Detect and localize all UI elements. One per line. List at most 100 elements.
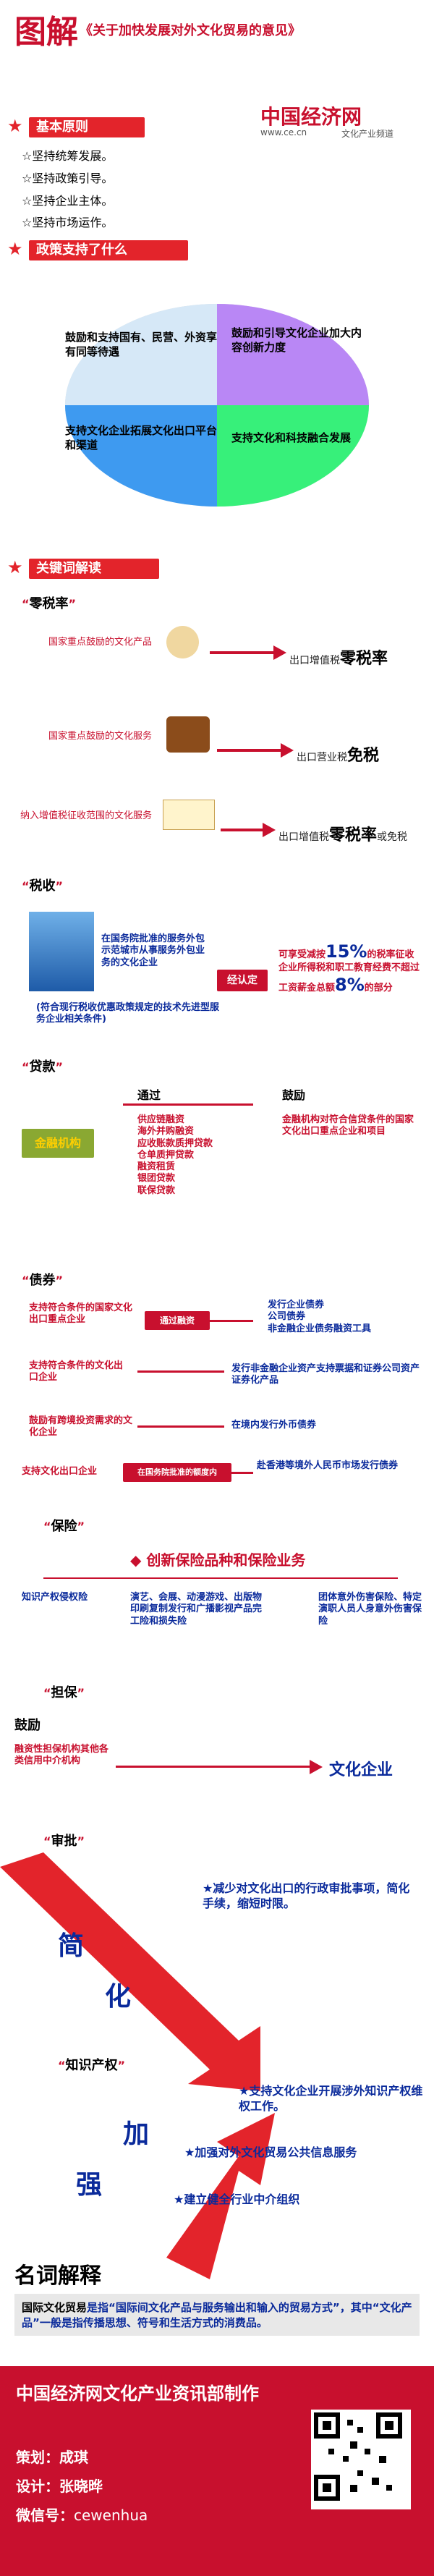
keywords-heading: 关键词解读 xyxy=(29,559,159,579)
loan-col1-item: 供应链融资 xyxy=(137,1114,185,1125)
loan-col1-items: 供应链融资 海外并购融资 应收账款质押贷款 仓单质押贷款 融资租赁 银团贷款 联… xyxy=(137,1114,239,1197)
footer-designer: 设计：张晓晔 xyxy=(16,2478,103,2495)
header-title: 图解 xyxy=(14,14,78,51)
bond-left-3: 鼓励有跨境投资需求的文化企业 xyxy=(29,1415,133,1439)
qr-code-icon xyxy=(311,2410,411,2509)
zero-rate-left-1: 国家重点鼓励的文化产品 xyxy=(48,637,152,648)
insurance-headline: ◆ 创新保险品种和保险业务 xyxy=(130,1551,306,1569)
zero-rate-arrow-3 xyxy=(221,829,264,831)
pie-quadrant-3 xyxy=(65,405,217,507)
pie-label-4: 支持文化和科技融合发展 xyxy=(231,431,352,444)
approval-arrow-shape xyxy=(0,1852,260,2091)
glossary-box: 国际文化贸易是指“国际间文化产品与服务输出和输入的贸易方式”，其中“文化产品”一… xyxy=(14,2294,420,2336)
zero-rate-arrowhead-2 xyxy=(281,743,294,758)
bond-right-2: 发行非金融企业资产支持票据和证券公司资产证券化产品 xyxy=(231,1363,420,1386)
book-icon xyxy=(163,800,215,830)
zero-rate-label: “零税率” xyxy=(22,596,77,611)
footer-planner: 策划：成琪 xyxy=(16,2449,88,2466)
insurance-col1: 知识产权侵权险 xyxy=(22,1592,88,1603)
header: 图解 《关于加快发展对外文化贸易的意见》 中国经济网 文化产业频道 www.ce… xyxy=(0,0,434,139)
bond-right-1-item: 公司债券 xyxy=(268,1311,306,1323)
loan-col1-item: 仓单质押贷款 xyxy=(137,1149,195,1161)
guarantee-right: 文化企业 xyxy=(329,1761,393,1779)
loan-col2-text: 金融机构对符合信贷条件的国家文化出口重点企业和项目 xyxy=(282,1114,414,1137)
policy-pie xyxy=(65,304,369,507)
bond-mid-1: 通过融资 xyxy=(145,1311,210,1330)
insurance-label: “保险” xyxy=(43,1519,85,1534)
loan-col1-item: 应收账款质押贷款 xyxy=(137,1137,213,1149)
star-icon: ★ xyxy=(7,557,23,577)
zero-rate-arrow-1 xyxy=(210,651,275,654)
bond-arrow-4 xyxy=(231,1472,253,1474)
guarantee-left: 融资性担保机构其他各类信用中介机构 xyxy=(14,1744,109,1767)
bond-left-1: 支持符合条件的国家文化出口重点企业 xyxy=(29,1302,133,1326)
approval-big-1: 简 xyxy=(58,1931,85,1961)
loan-col1-title: 通过 xyxy=(137,1088,161,1102)
bond-label: “债券” xyxy=(22,1273,64,1288)
ip-item-3: ★建立健全行业中介组织 xyxy=(174,2192,300,2206)
loan-col1-item: 银团贷款 xyxy=(137,1173,176,1185)
brand-logo-text: 中国经济网 xyxy=(260,105,362,129)
guarantee-arrowhead xyxy=(310,1760,323,1774)
zero-rate-result-1: 出口增值税零税率 xyxy=(289,650,388,668)
briefcase-icon xyxy=(166,716,210,753)
footer-wechat: 微信号：cewenhua xyxy=(16,2507,148,2524)
bond-arrow-2 xyxy=(137,1370,224,1373)
ip-item-1: ★支持文化企业开展涉外知识产权维权工作。 xyxy=(239,2084,423,2113)
pie-quadrant-4 xyxy=(217,405,369,507)
bond-mid-4: 在国务院批准的额度内 xyxy=(123,1463,231,1482)
principle-item: ☆坚持企业主体。 xyxy=(22,193,114,208)
pie-label-2: 鼓励和引导文化企业加大内容创新力度 xyxy=(231,326,362,355)
principle-item: ☆坚持统筹发展。 xyxy=(22,149,114,163)
footer: 中国经济网文化产业资讯部制作 策划：成琪 设计：张晓晔 微信号：cewenhua xyxy=(0,2366,434,2576)
loan-line xyxy=(123,1103,253,1106)
footer-title: 中国经济网文化产业资讯部制作 xyxy=(16,2384,259,2404)
guarantee-lead: 鼓励 xyxy=(14,1718,41,1733)
zero-rate-left-3: 纳入增值税征收范围的文化服务 xyxy=(20,810,152,821)
tax-right-text: 可享受减按15%的税率征收企业所得税和职工教育经费不超过工资薪金总额8%的部分 xyxy=(278,941,420,996)
approval-label: “审批” xyxy=(43,1834,85,1849)
bond-right-3: 在境内发行外币债券 xyxy=(231,1420,317,1431)
tax-middle-badge: 经认定 xyxy=(217,970,268,991)
approval-ip-arrows xyxy=(0,1852,275,2279)
zero-rate-arrowhead-1 xyxy=(273,645,286,660)
guarantee-label: “担保” xyxy=(43,1685,85,1700)
pie-quadrant-2 xyxy=(217,304,369,405)
tax-label: “税收” xyxy=(22,878,64,894)
insurance-col3: 团体意外伤害保险、特定演职人员人身意外伤害保险 xyxy=(318,1592,422,1627)
zero-rate-result-2: 出口营业税免税 xyxy=(297,747,380,765)
ip-item-2: ★加强对外文化贸易公共信息服务 xyxy=(184,2145,357,2159)
star-icon: ★ xyxy=(7,116,23,136)
basic-principles-heading: 基本原则 xyxy=(29,117,145,137)
glossary-text: 是指“国际间文化产品与服务输出和输入的贸易方式”，其中“文化产品”一般是指传播思… xyxy=(22,2301,412,2329)
bond-arrow-3 xyxy=(137,1425,224,1428)
zero-rate-arrow-2 xyxy=(217,749,282,752)
ip-big-2: 强 xyxy=(76,2170,103,2200)
zero-rate-arrowhead-3 xyxy=(263,823,276,837)
pie-quadrant-1 xyxy=(65,304,217,405)
principle-item: ☆坚持政策引导。 xyxy=(22,171,114,185)
loan-col1-item: 海外并购融资 xyxy=(137,1126,195,1137)
insurance-bracket-line xyxy=(43,1577,398,1579)
insurance-col2: 演艺、会展、动漫游戏、出版物印刷复制发行和广播影视产品完工险和损失险 xyxy=(130,1592,263,1627)
bond-right-1-item: 发行企业债券 xyxy=(268,1300,325,1310)
pie-label-1: 鼓励和支持国有、民营、外资享有同等待遇 xyxy=(65,331,218,359)
loan-col2-title: 鼓励 xyxy=(282,1088,306,1102)
header-subtitle: 《关于加快发展对外文化贸易的意见》 xyxy=(80,23,301,38)
approval-big-2: 化 xyxy=(105,1982,132,2012)
glossary-term: 国际文化贸易 xyxy=(22,2301,88,2314)
tax-left-text: 在国务院批准的服务外包示范城市从事服务外包业务的文化企业 xyxy=(101,933,205,968)
brand-sub: 文化产业频道 xyxy=(341,129,394,139)
building-icon xyxy=(29,912,94,991)
ip-big-1: 加 xyxy=(123,2119,150,2149)
approval-item: ★减少对文化出口的行政审批事项，简化手续，缩短时限。 xyxy=(203,1881,410,1910)
loan-label: “贷款” xyxy=(22,1059,64,1075)
bond-right-4: 赴香港等境外人民币市场发行债券 xyxy=(257,1460,399,1471)
pie-label-3: 支持文化企业拓展文化出口平台和渠道 xyxy=(65,424,218,452)
tax-left-note: (符合现行税收优惠政策规定的技术先进型服务企业相关条件) xyxy=(36,1002,219,1025)
bond-left-2: 支持符合条件的文化出口企业 xyxy=(29,1360,124,1384)
bond-right-1: 发行企业债券 公司债券 非金融企业债务融资工具 xyxy=(268,1300,427,1335)
zero-rate-left-2: 国家重点鼓励的文化服务 xyxy=(48,731,152,742)
brand-url: www.ce.cn xyxy=(260,127,307,137)
star-icon: ★ xyxy=(7,239,23,259)
